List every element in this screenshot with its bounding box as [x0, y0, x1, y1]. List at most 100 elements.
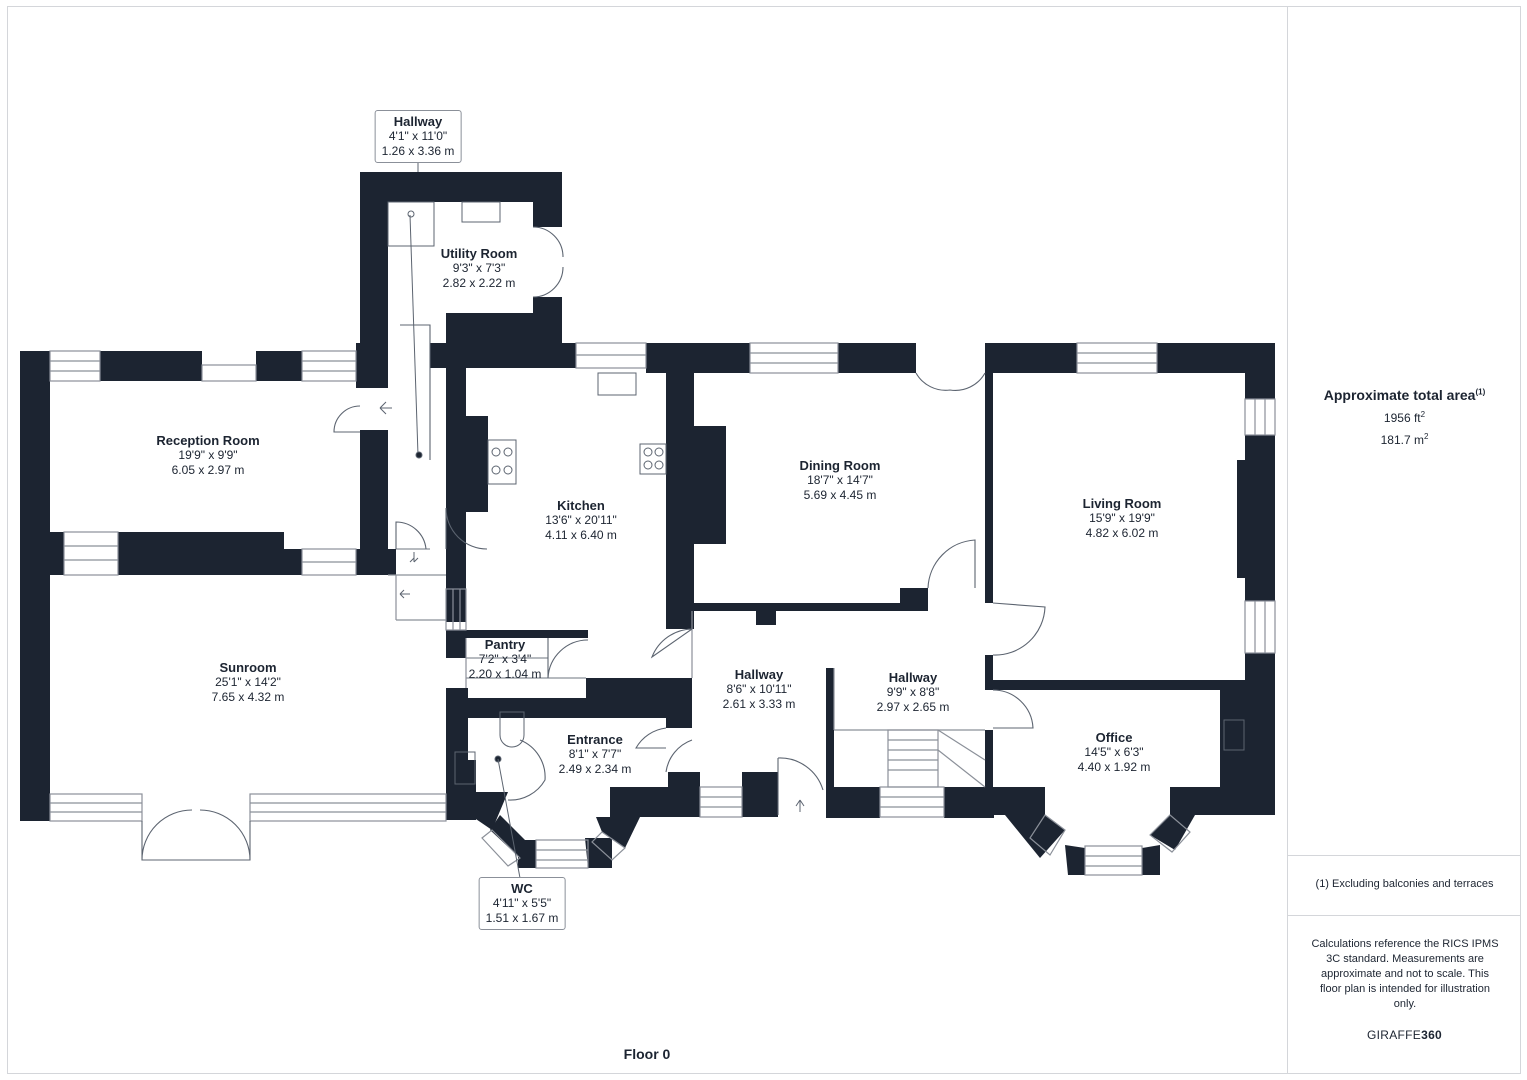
fireplace [1223, 719, 1245, 751]
wall [985, 730, 993, 815]
room-imperial: 7'2" x 3'4" [478, 652, 532, 666]
hob [639, 443, 667, 475]
room-name: Hallway [888, 670, 938, 685]
room-metric: 5.69 x 4.45 m [803, 488, 877, 502]
room-label-office: Office 14'5" x 6'3" 4.40 x 1.92 m [1078, 730, 1151, 775]
wall [1245, 435, 1275, 601]
door [777, 757, 824, 815]
shower-drain [407, 210, 415, 218]
room-imperial: 9'3" x 7'3" [452, 261, 506, 275]
area-imperial: 1956 ft2 [1383, 410, 1426, 425]
wall [585, 838, 612, 868]
brand-logo: GIRAFFE360 [1366, 1028, 1443, 1042]
door [927, 539, 976, 589]
floor-plan [20, 140, 1276, 879]
window [481, 829, 521, 867]
wall [430, 343, 576, 368]
room-label-hallway-mid: Hallway 8'6" x 10'11" 2.61 x 3.33 m [723, 667, 796, 712]
wall [446, 549, 466, 589]
toilet [499, 711, 525, 748]
sidebar-rule [1288, 855, 1521, 856]
room-label-sunroom: Sunroom 25'1" x 14'2" 7.65 x 4.32 m [212, 660, 285, 705]
wall [1150, 815, 1195, 850]
wall [692, 603, 928, 611]
door [915, 372, 986, 391]
wall [118, 532, 284, 575]
door [395, 521, 427, 550]
wall [985, 787, 1045, 815]
door [992, 689, 1034, 729]
window [1149, 814, 1191, 853]
wall [666, 678, 692, 728]
room-name: Sunroom [219, 660, 277, 675]
window [699, 786, 743, 818]
window [301, 350, 357, 382]
room-name: WC [511, 881, 533, 896]
room-label-hallway-top: Hallway 4'1" x 11'0" 1.26 x 3.36 m [374, 110, 462, 163]
room-label-wc: WC 4'11" x 5'5" 1.51 x 1.67 m [478, 877, 566, 930]
window [49, 793, 143, 822]
room-metric: 2.20 x 1.04 m [468, 667, 542, 681]
wall [668, 772, 700, 817]
window [879, 786, 945, 818]
window [63, 531, 119, 576]
fixtures [379, 140, 1245, 879]
door [547, 638, 589, 679]
sidebar-divider [1287, 6, 1288, 1074]
wall [826, 668, 834, 818]
wall [900, 588, 928, 611]
room-metric: 2.82 x 2.22 m [442, 276, 516, 290]
wall [1005, 815, 1065, 858]
hob [487, 439, 517, 485]
window [535, 839, 589, 869]
total-area-block: Approximate total area(1) 1956 ft2 181.7… [1288, 387, 1521, 447]
room-label-entrance: Entrance 8'1" x 7'7" 2.49 x 2.34 m [559, 732, 632, 777]
room-name: Pantry [484, 637, 526, 652]
wall [985, 343, 1077, 373]
room-label-utility: Utility Room 9'3" x 7'3" 2.82 x 2.22 m [441, 246, 518, 291]
room-imperial: 8'6" x 10'11" [726, 682, 792, 696]
room-metric: 2.97 x 2.65 m [876, 700, 950, 714]
room-imperial: 19'9" x 9'9" [178, 448, 238, 462]
walls [20, 172, 1275, 875]
door [445, 507, 488, 550]
door [141, 809, 251, 861]
wall [446, 630, 588, 638]
room-metric: 2.61 x 3.33 m [722, 697, 796, 711]
wall [646, 343, 750, 373]
window [591, 831, 626, 861]
room-imperial: 4'1" x 11'0" [388, 129, 448, 143]
calculation-note: Calculations reference the RICS IPMS 3C … [1311, 938, 1499, 1010]
window [1244, 600, 1276, 654]
wall [446, 698, 692, 718]
doors [141, 226, 1046, 861]
wall [20, 351, 50, 821]
door [333, 405, 361, 433]
area-note-marker: (1) [1475, 387, 1486, 397]
room-metric: 6.05 x 2.97 m [171, 463, 245, 477]
exclusion-note: (1) Excluding balconies and terraces [1315, 878, 1494, 890]
wall [985, 343, 993, 603]
wall [533, 172, 562, 227]
wall [838, 343, 916, 373]
window [1029, 814, 1066, 856]
window [1244, 398, 1276, 436]
sink [597, 372, 637, 396]
area-metric: 181.7 m2 [1380, 432, 1429, 447]
room-metric: 4.40 x 1.92 m [1077, 760, 1151, 774]
wall [742, 772, 778, 817]
room-metric: 1.26 x 3.36 m [381, 144, 455, 158]
wall [518, 840, 536, 868]
room-name: Hallway [393, 114, 443, 129]
room-imperial: 18'7" x 14'7" [807, 473, 873, 487]
room-name: Hallway [734, 667, 784, 682]
door [650, 628, 693, 659]
wall [1237, 460, 1245, 578]
wall [470, 792, 508, 830]
door [532, 226, 564, 298]
wall [20, 532, 64, 575]
room-imperial: 9'9" x 8'8" [886, 685, 940, 699]
door [665, 739, 693, 773]
room-label-reception: Reception Room 19'9" x 9'9" 6.05 x 2.97 … [156, 433, 259, 478]
wall [985, 680, 1245, 690]
